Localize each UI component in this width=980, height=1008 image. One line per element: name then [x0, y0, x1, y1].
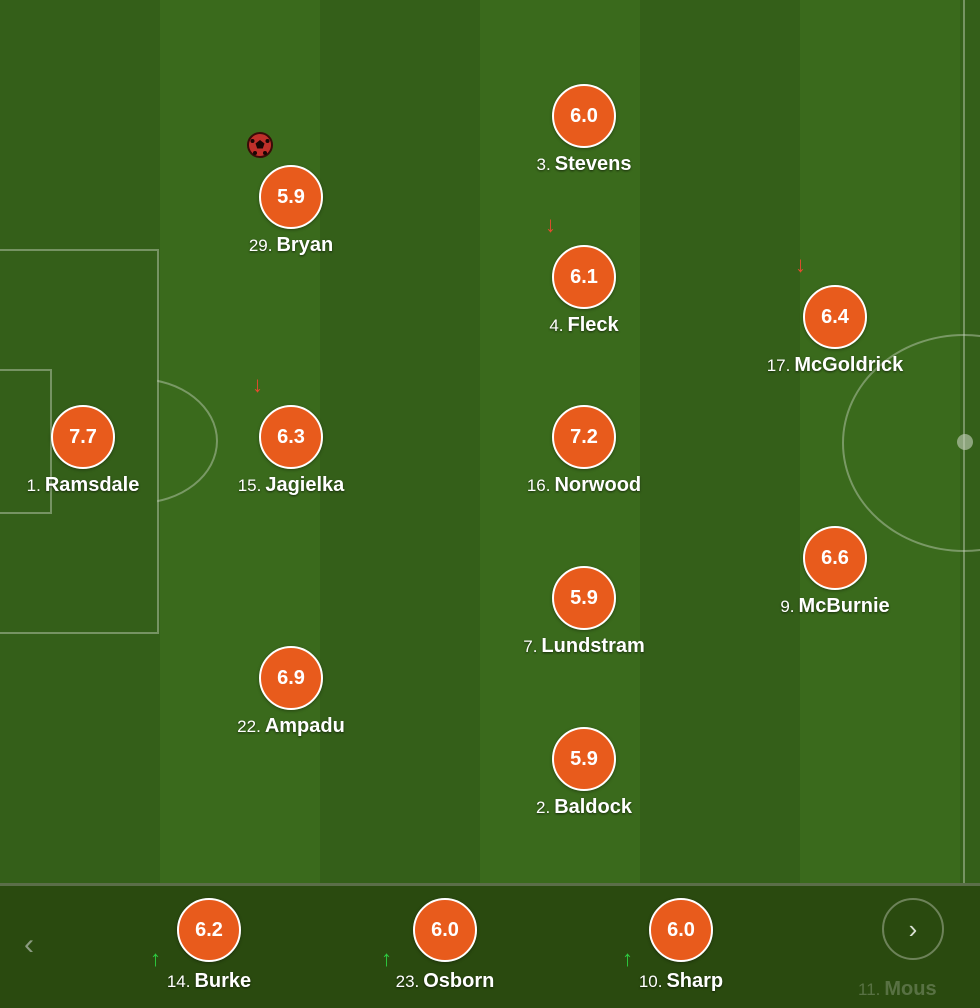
- bench-player-mous: 11.Mous: [858, 978, 937, 1000]
- player-baldock[interactable]: 5.9 2.Baldock: [484, 727, 684, 819]
- player-ramsdale[interactable]: 7.7 1.Ramsdale: [0, 405, 183, 497]
- next-button[interactable]: ›: [882, 898, 944, 960]
- rating-badge: 5.9: [552, 566, 616, 630]
- player-mcburnie[interactable]: 6.6 9.McBurnie: [735, 526, 935, 618]
- player-label: 7.Lundstram: [523, 635, 645, 657]
- player-label: 1.Ramsdale: [26, 474, 140, 496]
- player-label: 15.Jagielka: [237, 474, 345, 496]
- player-fleck[interactable]: 6.1 4.Fleck: [484, 245, 684, 337]
- player-jagielka[interactable]: 6.3 15.Jagielka: [191, 405, 391, 497]
- subbed-off-arrow-icon: ↓: [795, 252, 806, 277]
- rating-badge: 7.2: [552, 405, 616, 469]
- subbed-on-arrow-icon: ↑: [150, 946, 161, 971]
- player-label: 9.McBurnie: [780, 595, 890, 617]
- rating-badge: 6.0: [413, 898, 477, 962]
- player-ampadu[interactable]: 6.9 22.Ampadu: [191, 646, 391, 738]
- player-mcgoldrick[interactable]: 6.4 17.McGoldrick: [735, 285, 935, 377]
- substitutes-bench: ‹ ↑ ↑ ↑ 6.2 14.Burke 6.0 23.Osborn 6.0 1…: [0, 883, 980, 1008]
- rating-badge: 6.0: [552, 84, 616, 148]
- rating-badge: 5.9: [259, 165, 323, 229]
- player-label: 29.Bryan: [248, 234, 334, 256]
- player-label: 22.Ampadu: [237, 715, 345, 737]
- player-norwood[interactable]: 7.2 16.Norwood: [484, 405, 684, 497]
- player-label: 23.Osborn: [395, 970, 495, 992]
- player-label: 2.Baldock: [536, 796, 632, 818]
- subbed-off-arrow-icon: ↓: [545, 212, 556, 237]
- subbed-on-arrow-icon: ↑: [381, 946, 392, 971]
- rating-badge: 6.4: [803, 285, 867, 349]
- player-bryan[interactable]: 5.9 29.Bryan: [191, 165, 391, 257]
- rating-badge: 6.0: [649, 898, 713, 962]
- player-label: 3.Stevens: [536, 153, 632, 175]
- subbed-on-arrow-icon: ↑: [622, 946, 633, 971]
- bench-player-sharp[interactable]: 6.0 10.Sharp: [581, 898, 781, 993]
- chevron-right-icon: ›: [908, 913, 918, 944]
- football-icon: [247, 132, 273, 158]
- player-label: 17.McGoldrick: [766, 354, 904, 376]
- rating-badge: 6.2: [177, 898, 241, 962]
- pitch: ↓ ↓ ↓ 7.7 1.Ramsdale 5.9 29.Bryan 6.3 15…: [0, 0, 980, 883]
- rating-badge: 6.6: [803, 526, 867, 590]
- center-spot: [957, 434, 973, 450]
- rating-badge: 7.7: [51, 405, 115, 469]
- subbed-off-arrow-icon: ↓: [252, 372, 263, 397]
- player-label: 10.Sharp: [638, 970, 724, 992]
- player-lundstram[interactable]: 5.9 7.Lundstram: [484, 566, 684, 658]
- rating-badge: 6.3: [259, 405, 323, 469]
- bench-player-osborn[interactable]: 6.0 23.Osborn: [345, 898, 545, 993]
- rating-badge: 6.1: [552, 245, 616, 309]
- rating-badge: 5.9: [552, 727, 616, 791]
- player-label: 14.Burke: [166, 970, 252, 992]
- player-label: 4.Fleck: [549, 314, 619, 336]
- bench-player-burke[interactable]: 6.2 14.Burke: [109, 898, 309, 993]
- player-label: 16.Norwood: [526, 474, 642, 496]
- player-stevens[interactable]: 6.0 3.Stevens: [484, 84, 684, 176]
- chevron-left-icon[interactable]: ‹: [24, 928, 34, 961]
- rating-badge: 6.9: [259, 646, 323, 710]
